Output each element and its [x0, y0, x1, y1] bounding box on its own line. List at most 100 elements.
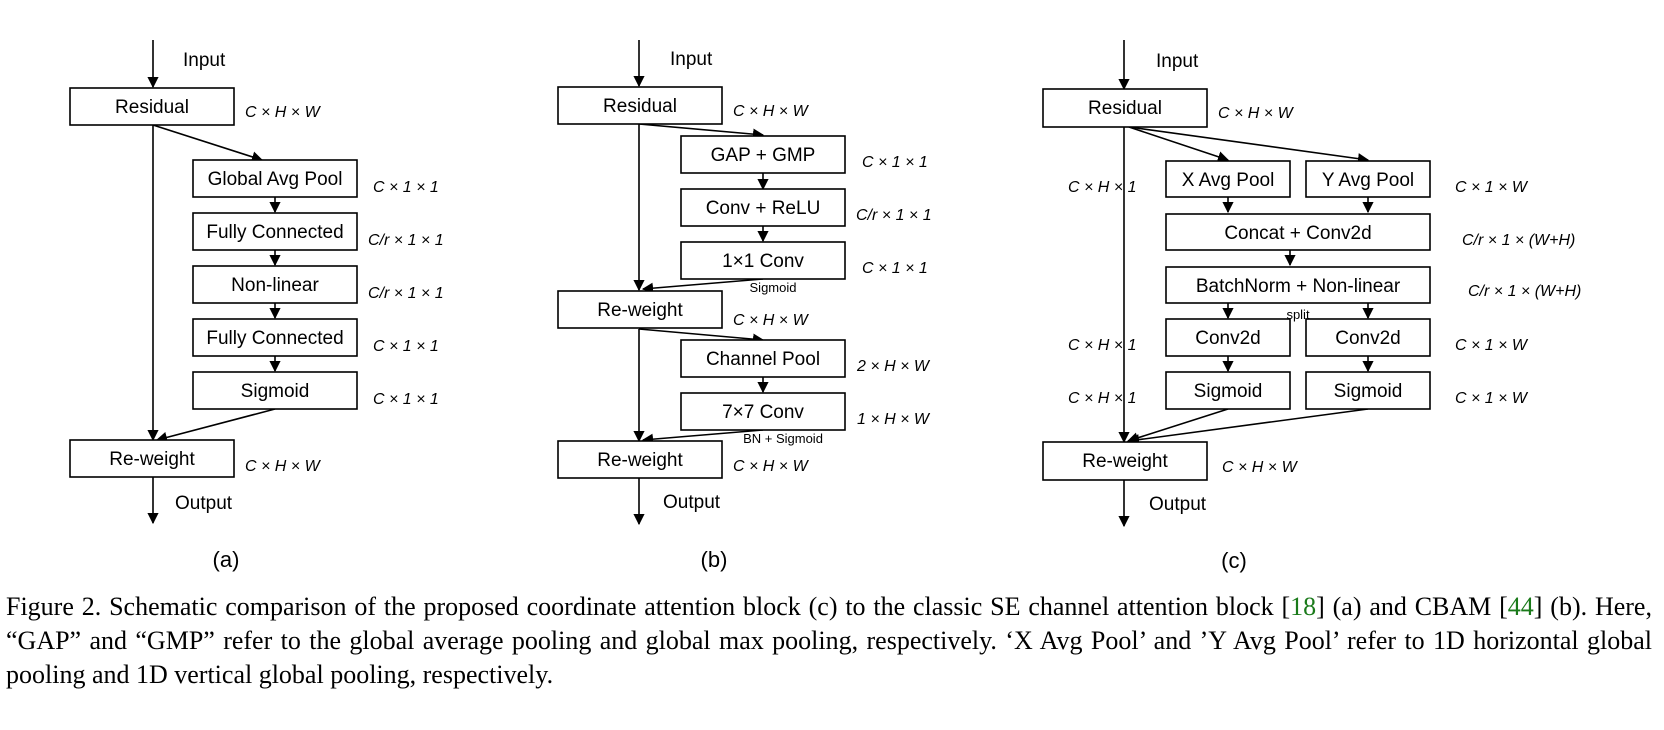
conv1x1-box-b — [680, 241, 846, 280]
output-label-a: Output — [175, 493, 233, 514]
sigmoid-box-a — [192, 371, 358, 410]
edge-residual-gap-a — [152, 124, 264, 163]
panel-a: Residual Global Avg Pool Fully Connected… — [69, 40, 444, 572]
dim-sig-x-c: C × H × 1 — [1068, 390, 1136, 407]
non-linear-box-a — [192, 265, 358, 304]
input-label-c: Input — [1156, 51, 1199, 72]
dim-ypool-c: C × 1 × W — [1455, 179, 1529, 196]
panel-label-a: (a) — [213, 547, 240, 572]
reweight-label-c: Re-weight — [1082, 451, 1168, 472]
residual-label-a: Residual — [115, 97, 189, 118]
dim-sig-a: C × 1 × 1 — [373, 391, 439, 408]
conv2d-y-box-c — [1305, 318, 1431, 357]
output-label-c: Output — [1149, 494, 1207, 515]
dim-bn-c: C/r × 1 × (W+H) — [1468, 283, 1581, 300]
dim-1x1-b: C × 1 × 1 — [862, 260, 928, 277]
batchnorm-nonlinear-box-c — [1165, 266, 1431, 304]
reweight-label-a: Re-weight — [109, 449, 195, 470]
split-note-c: split — [1286, 307, 1310, 322]
edge-reweight-cp-b — [638, 328, 765, 345]
edge-7x7-reweight-b — [641, 429, 764, 445]
panel-label-c: (c) — [1221, 548, 1247, 573]
concat-conv2d-box-c — [1165, 213, 1431, 251]
dim-reweight-a: C × H × W — [245, 458, 322, 475]
conv2d-x-box-c — [1165, 318, 1291, 357]
sigmoid-y-box-c — [1305, 371, 1431, 410]
edge-residual-gap-b — [638, 123, 765, 140]
input-label-b: Input — [670, 49, 713, 70]
residual-label-c: Residual — [1088, 98, 1162, 119]
y-avg-pool-label-c: Y Avg Pool — [1322, 170, 1414, 191]
edge-residual-xpool-c — [1128, 126, 1230, 163]
dim-gap-a: C × 1 × 1 — [373, 179, 439, 196]
batchnorm-nonlinear-label-c: BatchNorm + Non-linear — [1196, 276, 1401, 297]
dim-fc2-a: C × 1 × 1 — [373, 338, 439, 355]
conv2d-x-label-c: Conv2d — [1195, 328, 1261, 349]
sigmoid-note-b: Sigmoid — [750, 280, 797, 295]
residual-box-b — [557, 86, 723, 125]
panel-c: Residual X Avg Pool Y Avg Pool Concat + … — [1042, 40, 1581, 573]
dim-gap-b: C × 1 × 1 — [862, 154, 928, 171]
conv-relu-box-b — [680, 188, 846, 227]
concat-conv2d-label-c: Concat + Conv2d — [1224, 223, 1371, 244]
dim-nl-a: C/r × 1 × 1 — [368, 285, 444, 302]
reweight-box-a — [69, 439, 235, 478]
sigmoid-y-label-c: Sigmoid — [1334, 381, 1403, 402]
dim-conv-x-c: C × H × 1 — [1068, 337, 1136, 354]
residual-box-c — [1042, 88, 1208, 128]
fully-connected-2-label-a: Fully Connected — [206, 328, 343, 349]
residual-box-a — [69, 87, 235, 126]
dim-cp-b: 2 × H × W — [856, 358, 931, 375]
edge-sig-y-reweight-c — [1127, 408, 1369, 446]
dim-conv-b: C/r × 1 × 1 — [856, 207, 932, 224]
reweight-box-c — [1042, 441, 1208, 481]
channel-pool-label-b: Channel Pool — [706, 349, 820, 370]
dim-residual-c: C × H × W — [1218, 105, 1295, 122]
reweight-label-b2: Re-weight — [597, 450, 683, 471]
dim-conv-y-c: C × 1 × W — [1455, 337, 1529, 354]
bn-sigmoid-note-b: BN + Sigmoid — [743, 431, 823, 446]
dim-residual-a: C × H × W — [245, 104, 322, 121]
conv7x7-label-b: 7×7 Conv — [722, 402, 804, 423]
global-avg-pool-box-a — [192, 159, 358, 198]
edge-sig-x-reweight-c — [1126, 408, 1229, 444]
output-label-b: Output — [663, 492, 721, 513]
non-linear-label-a: Non-linear — [231, 275, 319, 296]
reweight-label-b1: Re-weight — [597, 300, 683, 321]
dim-concat-c: C/r × 1 × (W+H) — [1462, 232, 1575, 249]
panel-label-b: (b) — [701, 547, 728, 572]
dim-reweight-b1: C × H × W — [733, 312, 810, 329]
input-label-a: Input — [183, 50, 226, 71]
citation-link-18[interactable]: 18 — [1290, 592, 1317, 621]
conv1x1-label-b: 1×1 Conv — [722, 251, 804, 272]
residual-label-b: Residual — [603, 96, 677, 117]
dim-7x7-b: 1 × H × W — [857, 411, 931, 428]
gap-gmp-box-b — [680, 135, 846, 174]
edge-sig-reweight-a — [155, 408, 276, 443]
sigmoid-x-box-c — [1165, 371, 1291, 410]
y-avg-pool-box-c — [1305, 160, 1431, 198]
conv-relu-label-b: Conv + ReLU — [706, 198, 821, 219]
dim-residual-b: C × H × W — [733, 103, 810, 120]
caption-text-2: ] (a) and CBAM [ — [1316, 592, 1508, 621]
conv2d-y-label-c: Conv2d — [1335, 328, 1401, 349]
channel-pool-box-b — [680, 339, 846, 378]
schematic-diagram: Residual Global Avg Pool Fully Connected… — [69, 40, 1581, 573]
panel-b: Residual GAP + GMP Conv + ReLU 1×1 Conv … — [557, 40, 932, 572]
sigmoid-x-label-c: Sigmoid — [1194, 381, 1263, 402]
figure-caption: Figure 2. Schematic comparison of the pr… — [6, 590, 1652, 692]
dim-xpool-c: C × H × 1 — [1068, 179, 1136, 196]
caption-text-3: ] (b). Here, “GAP” and “GMP” refer to th… — [6, 592, 1652, 689]
reweight-box-b2 — [557, 440, 723, 479]
fully-connected-box-a — [192, 212, 358, 251]
citation-link-44[interactable]: 44 — [1507, 592, 1534, 621]
dim-reweight-c: C × H × W — [1222, 459, 1299, 476]
caption-text-1: Figure 2. Schematic comparison of the pr… — [6, 592, 1291, 621]
fully-connected-label-a: Fully Connected — [206, 222, 343, 243]
dim-fc-a: C/r × 1 × 1 — [368, 232, 444, 249]
x-avg-pool-label-c: X Avg Pool — [1182, 170, 1275, 191]
edge-residual-ypool-c — [1128, 126, 1370, 165]
global-avg-pool-label-a: Global Avg Pool — [208, 169, 343, 190]
dim-sig-y-c: C × 1 × W — [1455, 390, 1529, 407]
reweight-box-b1 — [557, 290, 723, 329]
